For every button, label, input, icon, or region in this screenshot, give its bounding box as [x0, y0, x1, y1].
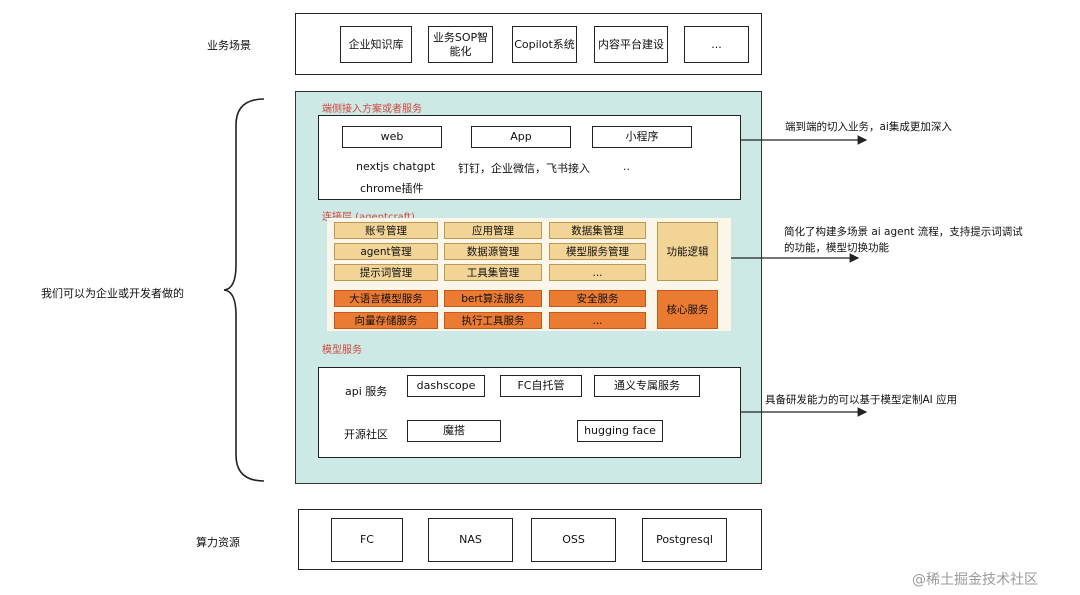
model-api-tongyi: 通义专属服务 — [594, 375, 700, 397]
left-brace — [223, 98, 265, 482]
compute-item-postgresql: Postgresql — [642, 518, 727, 562]
connect-side-note-2: 的功能，模型切换功能 — [784, 242, 889, 254]
connect-account-mgmt: 账号管理 — [334, 222, 438, 239]
connect-layer-title: 连接层 (agentcraft) — [322, 208, 415, 223]
connect-model-service-mgmt: 模型服务管理 — [549, 243, 646, 260]
business-item-copilot: Copilot系统 — [512, 26, 577, 63]
model-layer-title: 模型服务 — [322, 345, 362, 356]
compute-label: 算力资源 — [196, 536, 240, 549]
connect-dataset-mgmt: 数据集管理 — [549, 222, 646, 239]
compute-item-nas: NAS — [428, 518, 513, 562]
model-side-note: 具备研发能力的可以基于模型定制AI 应用 — [765, 394, 958, 406]
connect-vector-store-service: 向量存储服务 — [334, 312, 438, 329]
access-note-more: .. — [623, 160, 630, 173]
access-item-app: App — [471, 126, 571, 148]
connect-side-note-1: 简化了构建多场景 ai agent 流程，支持提示词调试 — [784, 226, 1023, 238]
access-layer-title: 端侧接入方案或者服务 — [322, 104, 422, 115]
business-item-knowledge-base: 企业知识库 — [340, 26, 412, 63]
business-item-sop-line2: 能化 — [449, 44, 472, 58]
access-item-web: web — [342, 126, 442, 148]
access-note-dingtalk: 钉钉，企业微信，飞书接入 — [458, 162, 590, 175]
connect-datasource-mgmt: 数据源管理 — [444, 243, 542, 260]
business-label: 业务场景 — [207, 39, 251, 52]
connect-app-mgmt: 应用管理 — [444, 222, 542, 239]
connect-agent-mgmt: agent管理 — [334, 243, 438, 260]
model-oss-huggingface: hugging face — [577, 420, 663, 442]
access-note-chrome: chrome插件 — [360, 182, 424, 195]
connect-core-service: 核心服务 — [657, 290, 718, 329]
connect-tool-exec-service: 执行工具服务 — [444, 312, 542, 329]
access-note-nextjs: nextjs chatgpt — [356, 160, 436, 173]
compute-item-fc: FC — [331, 518, 403, 562]
connect-toolset-mgmt: 工具集管理 — [444, 264, 542, 281]
business-item-sop-line1: 业务SOP智 — [432, 30, 489, 44]
connect-bert-service: bert算法服务 — [444, 290, 542, 307]
connect-orange-more: ... — [549, 312, 646, 329]
compute-item-oss: OSS — [531, 518, 616, 562]
business-item-sop: 业务SOP智 能化 — [428, 26, 493, 63]
access-item-miniprogram: 小程序 — [592, 126, 692, 148]
model-api-dashscope: dashscope — [407, 375, 485, 397]
model-api-label: api 服务 — [345, 385, 388, 398]
connect-func-logic: 功能逻辑 — [657, 222, 718, 281]
connect-prompt-mgmt: 提示词管理 — [334, 264, 438, 281]
model-api-fc-selfhost: FC自托管 — [500, 375, 582, 397]
connect-security-service: 安全服务 — [549, 290, 646, 307]
model-oss-modelscope: 魔搭 — [407, 420, 501, 442]
business-item-more: ... — [684, 26, 749, 63]
model-oss-label: 开源社区 — [344, 428, 388, 441]
access-side-note: 端到端的切入业务，ai集成更加深入 — [785, 121, 952, 133]
left-note: 我们可以为企业或开发者做的 — [41, 287, 184, 300]
connect-yellow-more: ... — [549, 264, 646, 281]
connect-llm-service: 大语言模型服务 — [334, 290, 438, 307]
business-item-content-platform: 内容平台建设 — [594, 26, 668, 63]
watermark: @稀土掘金技术社区 — [912, 572, 1038, 588]
